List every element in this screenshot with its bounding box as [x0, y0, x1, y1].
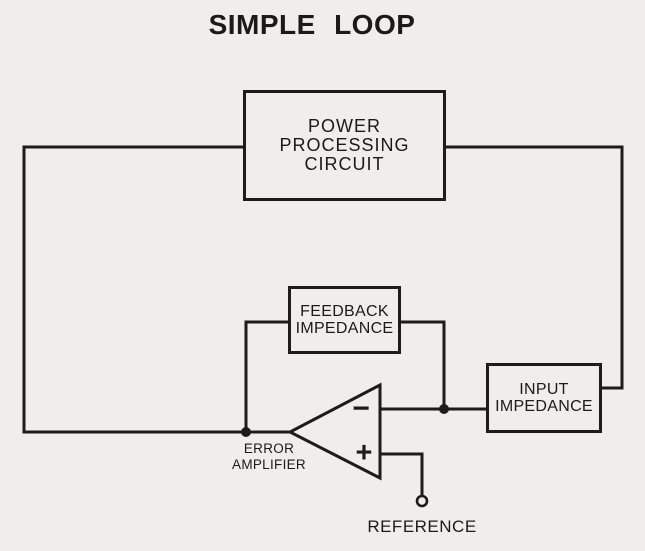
error-amplifier-label: ERROR AMPLIFIER [209, 441, 329, 473]
input-impedance-box: INPUT IMPEDANCE [486, 363, 602, 433]
output-junction-dot [241, 427, 251, 437]
feedback-box-label-line: IMPEDANCE [295, 320, 394, 337]
noninverting-input-symbol: + [355, 436, 373, 469]
power-box-label-line: POWER [307, 116, 381, 136]
feedback-left-wire [244, 320, 290, 431]
power-output-to-amplifier-wire [22, 145, 290, 434]
error-amplifier-triangle [286, 382, 382, 481]
power-box-label-line: CIRCUIT [304, 154, 385, 174]
reference-to-noninverting-wire [380, 452, 424, 496]
feedback-right-wire [400, 320, 446, 408]
diagram-title: SIMPLE LOOP [208, 9, 416, 40]
inverting-input-symbol: − [352, 392, 370, 425]
error-amplifier-label-line: AMPLIFIER [232, 457, 306, 472]
inverting-junction-dot [439, 404, 449, 414]
input-box-label-line: IMPEDANCE [495, 398, 593, 415]
feedback-box-label-line: FEEDBACK [300, 303, 389, 320]
reference-label: REFERENCE [367, 517, 477, 536]
power-processing-circuit-box: POWER PROCESSING CIRCUIT [243, 90, 446, 201]
power-to-input-impedance-wire [445, 145, 624, 390]
feedback-impedance-box: FEEDBACK IMPEDANCE [288, 286, 401, 354]
input-box-label-line: INPUT [519, 381, 569, 398]
power-box-label-line: PROCESSING [279, 135, 410, 155]
reference-terminal-icon [415, 494, 429, 508]
error-amplifier-label-line: ERROR [243, 441, 295, 456]
